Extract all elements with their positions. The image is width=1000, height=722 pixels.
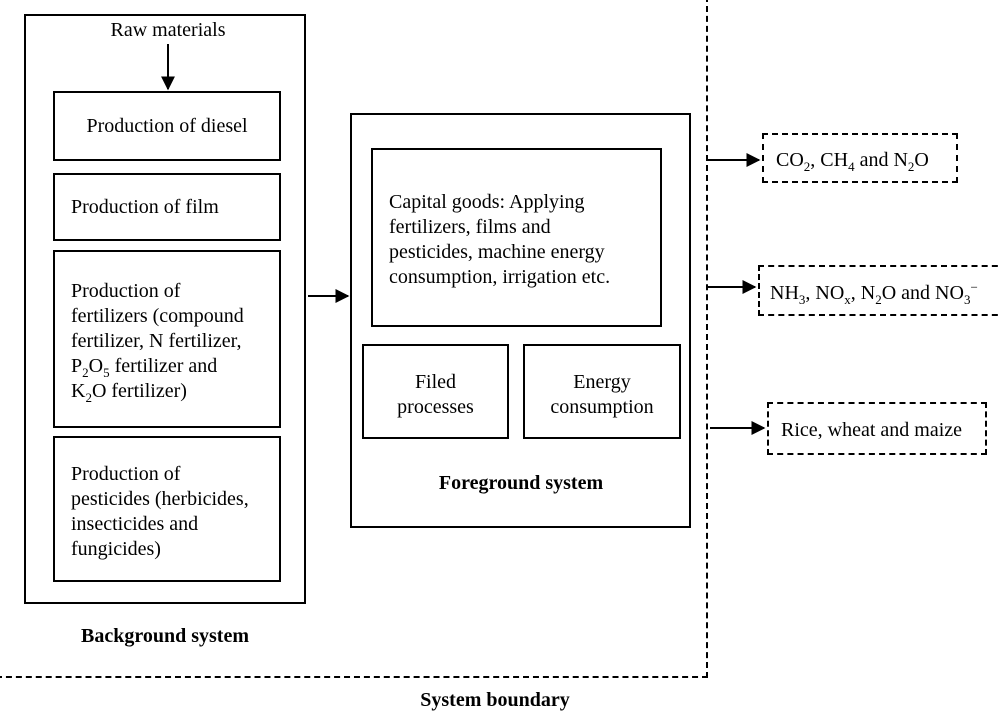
fertilizer-line-4: P2O5 fertilizer and [71,355,218,380]
pesticide-line-1: Production of [71,463,181,485]
crop-output-label: Rice, wheat and maize [781,419,963,441]
system-boundary-label: System boundary [420,689,570,711]
fertilizer-line-5: K2O fertilizer) [71,380,187,405]
raw-materials-label: Raw materials [110,19,226,41]
reactive-nitrogen-output-box: NH3, NOx, N2O and NO3− [758,265,1000,316]
fertilizer-line-1: Production of [71,280,181,302]
pesticide-production-box: Production of pesticides (herbicides, in… [53,436,281,582]
pesticide-line-4: fungicides) [71,538,161,560]
energy-consumption-line-1: Energy [573,371,631,393]
diesel-production-label: Production of diesel [86,114,248,137]
film-production-box: Production of film [53,173,281,241]
filed-processes-line-2: processes [397,396,474,418]
system-boundary [0,0,708,678]
energy-consumption-line-2: consumption [550,396,654,418]
pesticide-line-3: insecticides and [71,513,199,535]
background-system-label: Background system [81,625,249,647]
filed-processes-box: Filed processes [362,344,509,439]
energy-consumption-box: Energy consumption [523,344,681,439]
capital-goods-box: Capital goods: Applying fertilizers, fil… [371,148,662,327]
crop-output-box: Rice, wheat and maize [767,402,987,455]
capital-goods-line-2: fertilizers, films and [389,216,551,238]
fertilizer-production-box: Production of fertilizers (compound fert… [53,250,281,428]
film-production-label: Production of film [71,195,219,218]
capital-goods-line-4: consumption, irrigation etc. [389,266,611,288]
capital-goods-line-3: pesticides, machine energy [389,241,605,263]
foreground-system-label: Foreground system [438,472,604,494]
filed-processes-line-1: Filed [414,371,457,393]
pesticide-line-2: pesticides (herbicides, [71,488,249,510]
capital-goods-line-1: Capital goods: Applying [389,191,585,213]
diesel-production-box: Production of diesel [53,91,281,161]
fertilizer-line-3: fertilizer, N fertilizer, [71,330,242,352]
fertilizer-line-2: fertilizers (compound [71,305,244,327]
ghg-output-box: CO2, CH4 and N2O [762,133,958,183]
